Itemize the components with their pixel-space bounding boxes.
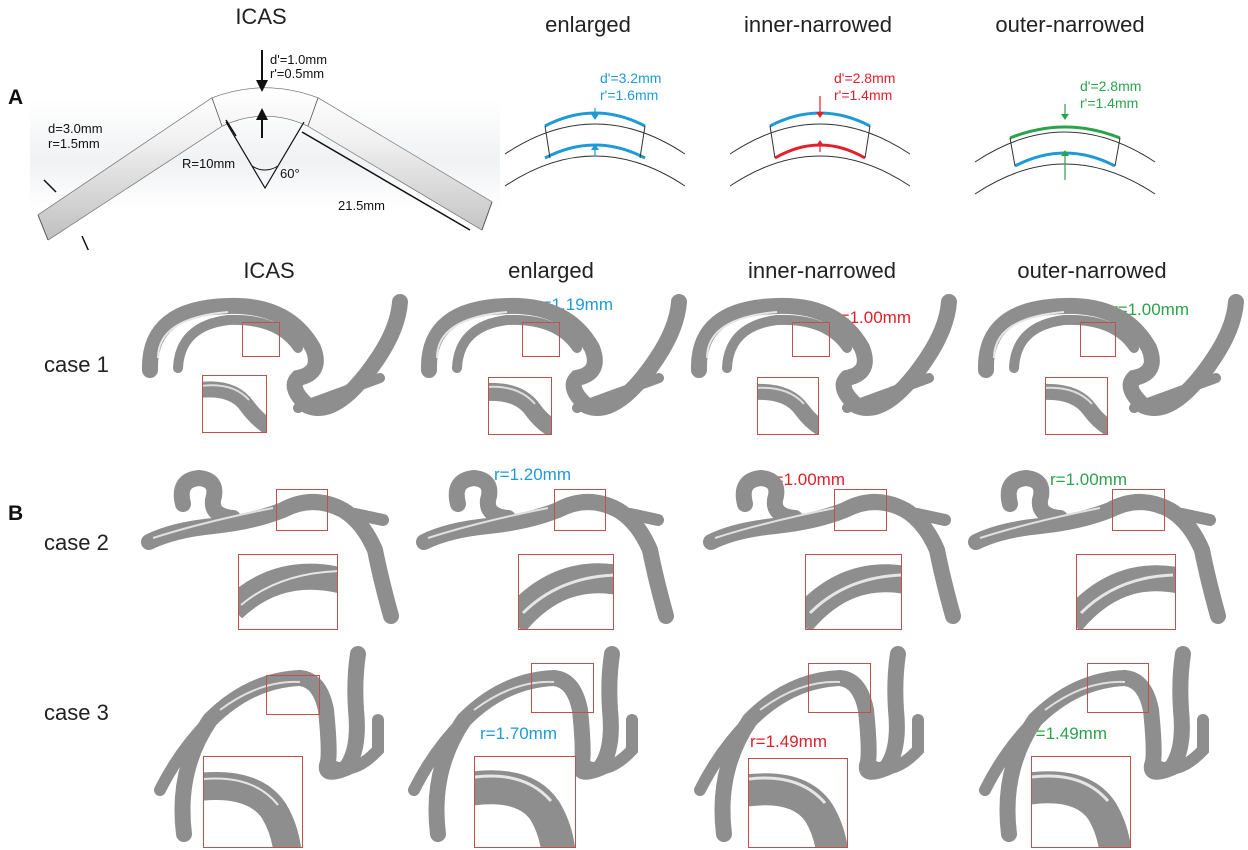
panel-b-title-inner-narrowed: inner-narrowed (748, 258, 896, 283)
case-2-enlarged-zoom-inset (518, 554, 614, 630)
case-1-enlarged-zoom-inset (488, 377, 552, 435)
case-2-enlarged-highlight-box (554, 489, 606, 531)
variant-inner-narrowed-diagram (729, 96, 911, 187)
case-3-enlarged-zoom-inset (474, 756, 576, 848)
case-1-inner-narrowed-zoom-inset (757, 377, 819, 435)
case-3-enlarged-highlight-box (531, 663, 594, 713)
case-2-inner-narrowed-vessel (703, 469, 961, 624)
case-2-label: case 2 (44, 530, 109, 555)
case-1-outer-narrowed-radius: r=1.00mm (1112, 300, 1189, 319)
case-2-icas-vessel (141, 469, 399, 624)
case-1-inner-narrowed-vessel (690, 294, 957, 416)
dim-radius: r=1.5mm (48, 136, 100, 151)
variant-enlarged-diagram (504, 108, 686, 187)
dim-r-prime: r'=0.5mm (270, 66, 325, 81)
case-3-outer-narrowed-vessel (979, 646, 1209, 842)
panel-a-title-enlarged: enlarged (545, 12, 631, 37)
case-3-outer-narrowed-zoom-inset (1031, 756, 1131, 848)
case-3-outer-narrowed-highlight-box (1087, 663, 1149, 713)
case-3-inner-narrowed-highlight-box (808, 663, 871, 713)
case-3-inner-narrowed-zoom-inset (748, 758, 848, 848)
case-2-outer-narrowed-zoom-inset (1076, 554, 1176, 630)
case-1-outer-narrowed-vessel (977, 294, 1244, 416)
dim-diameter: d=3.0mm (48, 121, 103, 136)
case-3-label: case 3 (44, 700, 109, 725)
case-1-enlarged-highlight-box (522, 322, 560, 357)
panel-a-title-inner-narrowed: inner-narrowed (744, 12, 892, 37)
case-1-outer-narrowed-highlight-box (1080, 322, 1116, 357)
inner-narrowed-r-label: r'=1.4mm (834, 87, 893, 103)
inner-narrowed-d-label: d'=2.8mm (834, 70, 896, 86)
case-1-enlarged-vessel (420, 294, 687, 416)
case-2-enlarged-radius: r=1.20mm (494, 465, 571, 484)
panel-a-title-outer-narrowed: outer-narrowed (995, 12, 1145, 37)
case-2-outer-narrowed-highlight-box (1112, 489, 1165, 531)
panel-a-label: A (8, 86, 24, 109)
case-2-outer-narrowed-radius: r=1.00mm (1050, 470, 1127, 489)
panel-b-title-enlarged: enlarged (508, 258, 594, 283)
case-1-inner-narrowed-radius: r=1.00mm (834, 308, 911, 327)
case-2-icas-highlight-box (276, 489, 328, 531)
icas-ideal-model (30, 50, 500, 250)
case-2-inner-narrowed-radius: r=1.00mm (768, 470, 845, 489)
case-3-outer-narrowed-radius: r=1.49mm (1030, 724, 1107, 743)
case-3-icas-highlight-box (266, 675, 320, 715)
case-1-label: case 1 (44, 352, 109, 377)
case-3-icas-vessel (154, 646, 384, 842)
case-3-inner-narrowed-vessel (694, 646, 924, 842)
dim-angle: 60° (280, 166, 300, 181)
outer-narrowed-r-label: r'=1.4mm (1080, 95, 1139, 111)
dim-length: 21.5mm (338, 198, 385, 213)
variant-outer-narrowed-diagram (974, 104, 1156, 195)
panel-b-title-outer-narrowed: outer-narrowed (1017, 258, 1167, 283)
dim-bend-radius: R=10mm (182, 156, 236, 171)
case-3-enlarged-radius: r=1.70mm (480, 724, 557, 743)
enlarged-d-label: d'=3.2mm (600, 70, 662, 86)
enlarged-r-label: r'=1.6mm (600, 87, 659, 103)
case-2-enlarged-vessel (416, 469, 674, 624)
case-3-enlarged-vessel (408, 646, 638, 842)
case-1-icas-zoom-inset (202, 375, 267, 433)
case-2-icas-zoom-inset (238, 554, 338, 630)
case-1-icas-vessel (141, 294, 408, 416)
case-2-outer-narrowed-vessel (968, 469, 1226, 624)
panel-b-label: B (8, 502, 24, 525)
case-2-inner-narrowed-highlight-box (834, 489, 887, 531)
panel-a-title-icas: ICAS (235, 4, 287, 29)
case-1-outer-narrowed-zoom-inset (1045, 377, 1108, 435)
outer-narrowed-d-label: d'=2.8mm (1080, 78, 1142, 94)
case-1-icas-highlight-box (242, 322, 280, 357)
case-3-icas-zoom-inset (203, 756, 303, 848)
case-2-inner-narrowed-zoom-inset (805, 554, 902, 630)
dim-d-prime: d'=1.0mm (270, 52, 328, 67)
case-3-inner-narrowed-radius: r=1.49mm (750, 732, 827, 751)
panel-b-title-icas: ICAS (243, 258, 295, 283)
case-1-inner-narrowed-highlight-box (792, 322, 830, 357)
